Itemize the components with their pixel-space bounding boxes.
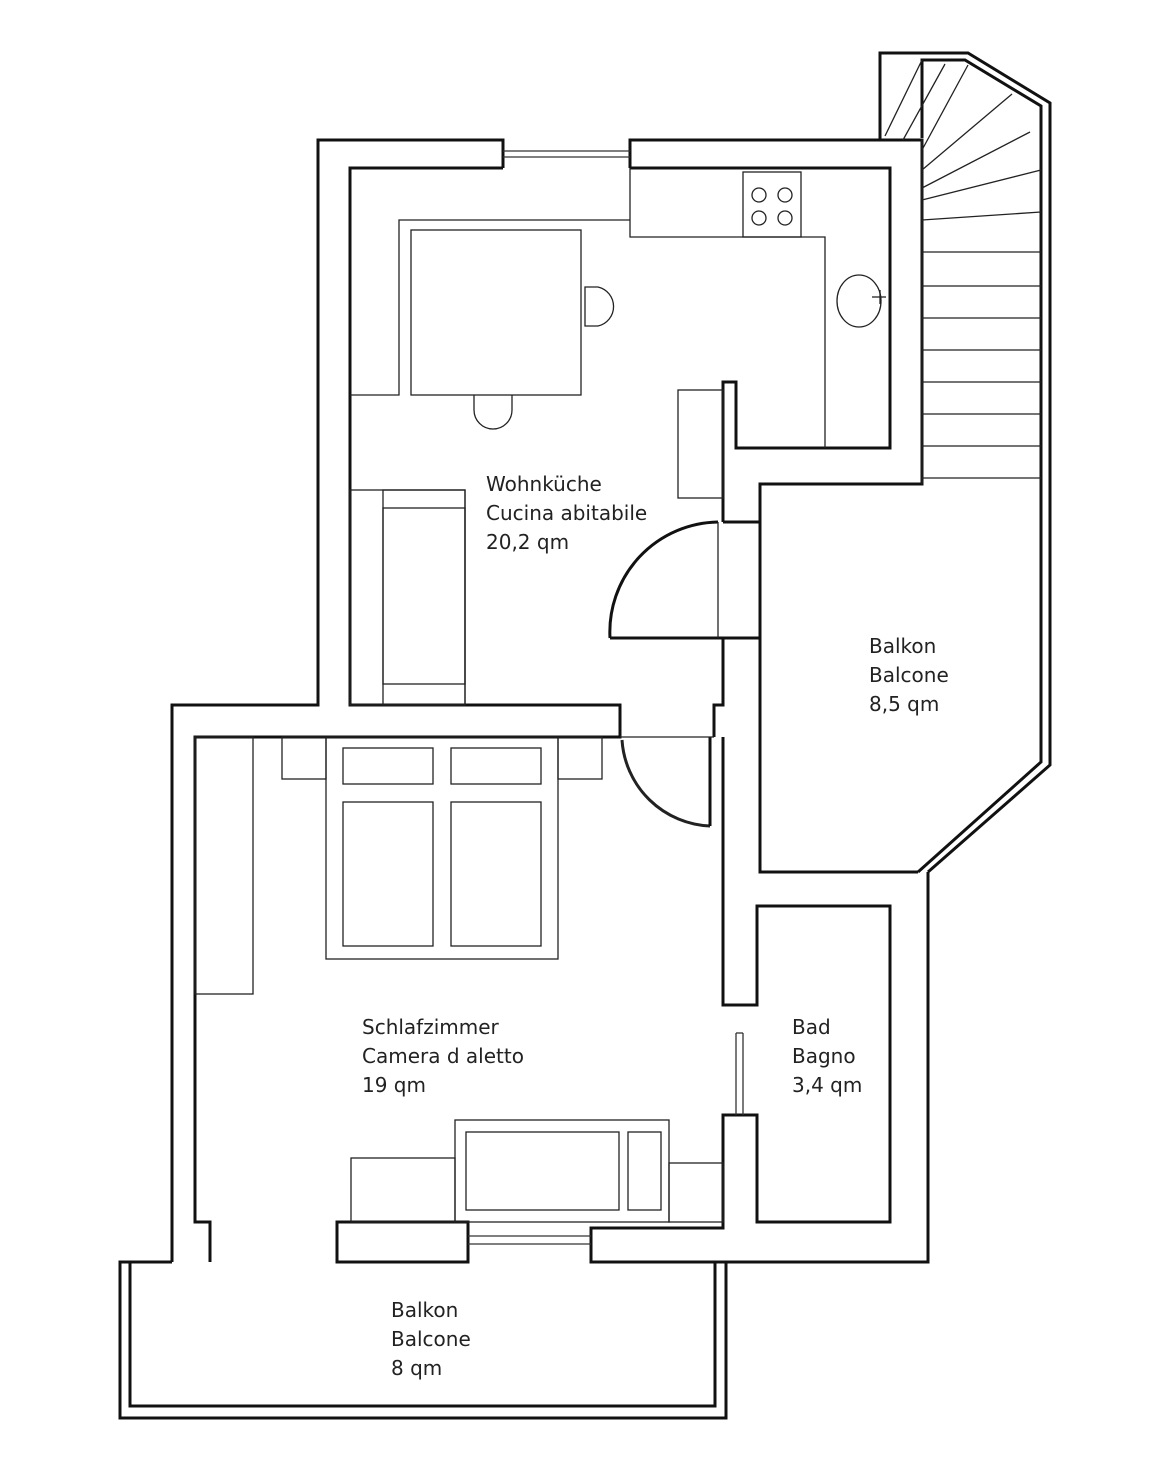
room-area: 8,5 qm [869, 692, 940, 716]
room-label-balcony-bottom: Balkon Balcone 8 qm [391, 1296, 471, 1383]
room-name-de: Balkon [869, 634, 937, 658]
exterior-walls [118, 138, 930, 1420]
staircase [878, 51, 1052, 874]
room-label-balcony-right: Balkon Balcone 8,5 qm [869, 632, 949, 719]
kitchen-furniture [349, 168, 886, 706]
bedroom-furniture [194, 736, 724, 1223]
room-name-de: Balkon [391, 1298, 459, 1322]
room-name-it: Camera d aletto [362, 1044, 524, 1068]
windows [468, 150, 744, 1245]
room-label-bedroom: Schlafzimmer Camera d aletto 19 qm [362, 1013, 524, 1100]
room-name-it: Cucina abitabile [486, 501, 648, 525]
doors [608, 520, 723, 828]
room-label-bath: Bad Bagno 3,4 qm [792, 1013, 862, 1100]
room-name-de: Schlafzimmer [362, 1015, 499, 1039]
room-area: 20,2 qm [486, 530, 570, 554]
room-area: 8 qm [391, 1356, 443, 1380]
room-name-it: Balcone [391, 1327, 471, 1351]
room-name-de: Wohnküche [486, 472, 602, 496]
room-name-it: Balcone [869, 663, 949, 687]
room-label-kitchen: Wohnküche Cucina abitabile 20,2 qm [486, 470, 647, 557]
room-name-it: Bagno [792, 1044, 856, 1068]
room-area: 3,4 qm [792, 1073, 863, 1097]
room-name-de: Bad [792, 1015, 831, 1039]
room-area: 19 qm [362, 1073, 426, 1097]
